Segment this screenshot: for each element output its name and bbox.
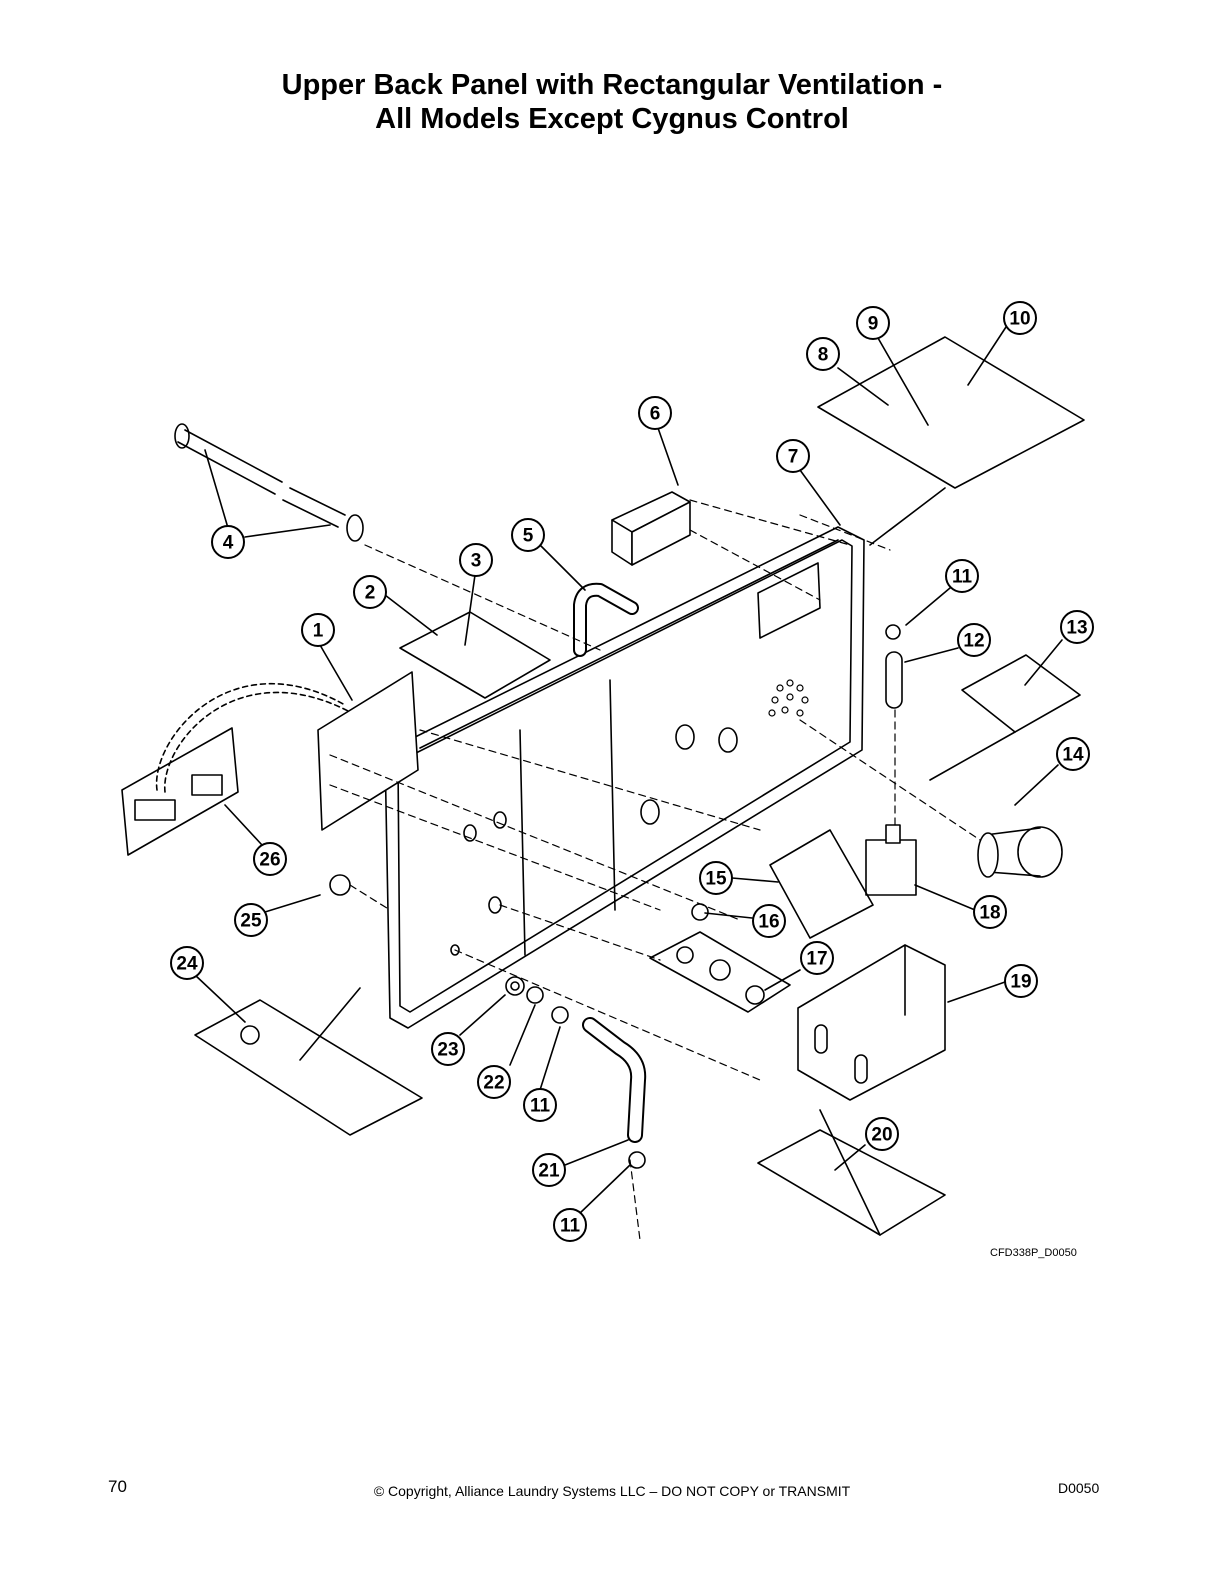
copyright-notice: © Copyright, Alliance Laundry Systems LL… (373, 1483, 851, 1499)
callout-11-c: 11 (560, 1216, 581, 1237)
callout-5: 5 (523, 526, 534, 547)
page-title-line-2: All Models Except Cygnus Control (375, 103, 849, 135)
drawing-code: CFD338P_D0050 (990, 1247, 1077, 1259)
callout-2: 2 (365, 583, 376, 604)
callout-21: 21 (538, 1161, 560, 1182)
back-panel (384, 526, 865, 1029)
page-title-line-1: Upper Back Panel with Rectangular Ventil… (281, 69, 943, 101)
callout-15: 15 (705, 869, 727, 890)
callout-26: 26 (259, 850, 280, 871)
callout-24: 24 (176, 954, 198, 975)
callout-10: 10 (1009, 309, 1030, 330)
callout-1: 1 (313, 621, 324, 642)
callout-3: 3 (471, 551, 482, 572)
callout-12: 12 (963, 631, 984, 652)
callout-4: 4 (223, 533, 234, 554)
callout-9: 9 (868, 314, 879, 335)
fill-hose (174, 423, 364, 542)
callout-8: 8 (818, 345, 829, 366)
callout-14: 14 (1062, 745, 1084, 766)
callout-20: 20 (871, 1125, 892, 1146)
page-number: 70 (108, 1477, 127, 1496)
callout-18: 18 (979, 903, 1000, 924)
callout-22: 22 (483, 1073, 504, 1094)
callout-19: 19 (1010, 972, 1031, 993)
callout-7: 7 (788, 447, 799, 468)
callout-6: 6 (650, 404, 661, 425)
callout-23: 23 (437, 1040, 458, 1061)
callout-13: 13 (1066, 618, 1087, 639)
callout-16: 16 (758, 912, 779, 933)
document-code: D0050 (1058, 1480, 1100, 1496)
callout-25: 25 (240, 911, 262, 932)
callout-17: 17 (806, 949, 827, 970)
callout-11-b: 11 (530, 1096, 551, 1117)
callout-11-a: 11 (952, 567, 973, 588)
